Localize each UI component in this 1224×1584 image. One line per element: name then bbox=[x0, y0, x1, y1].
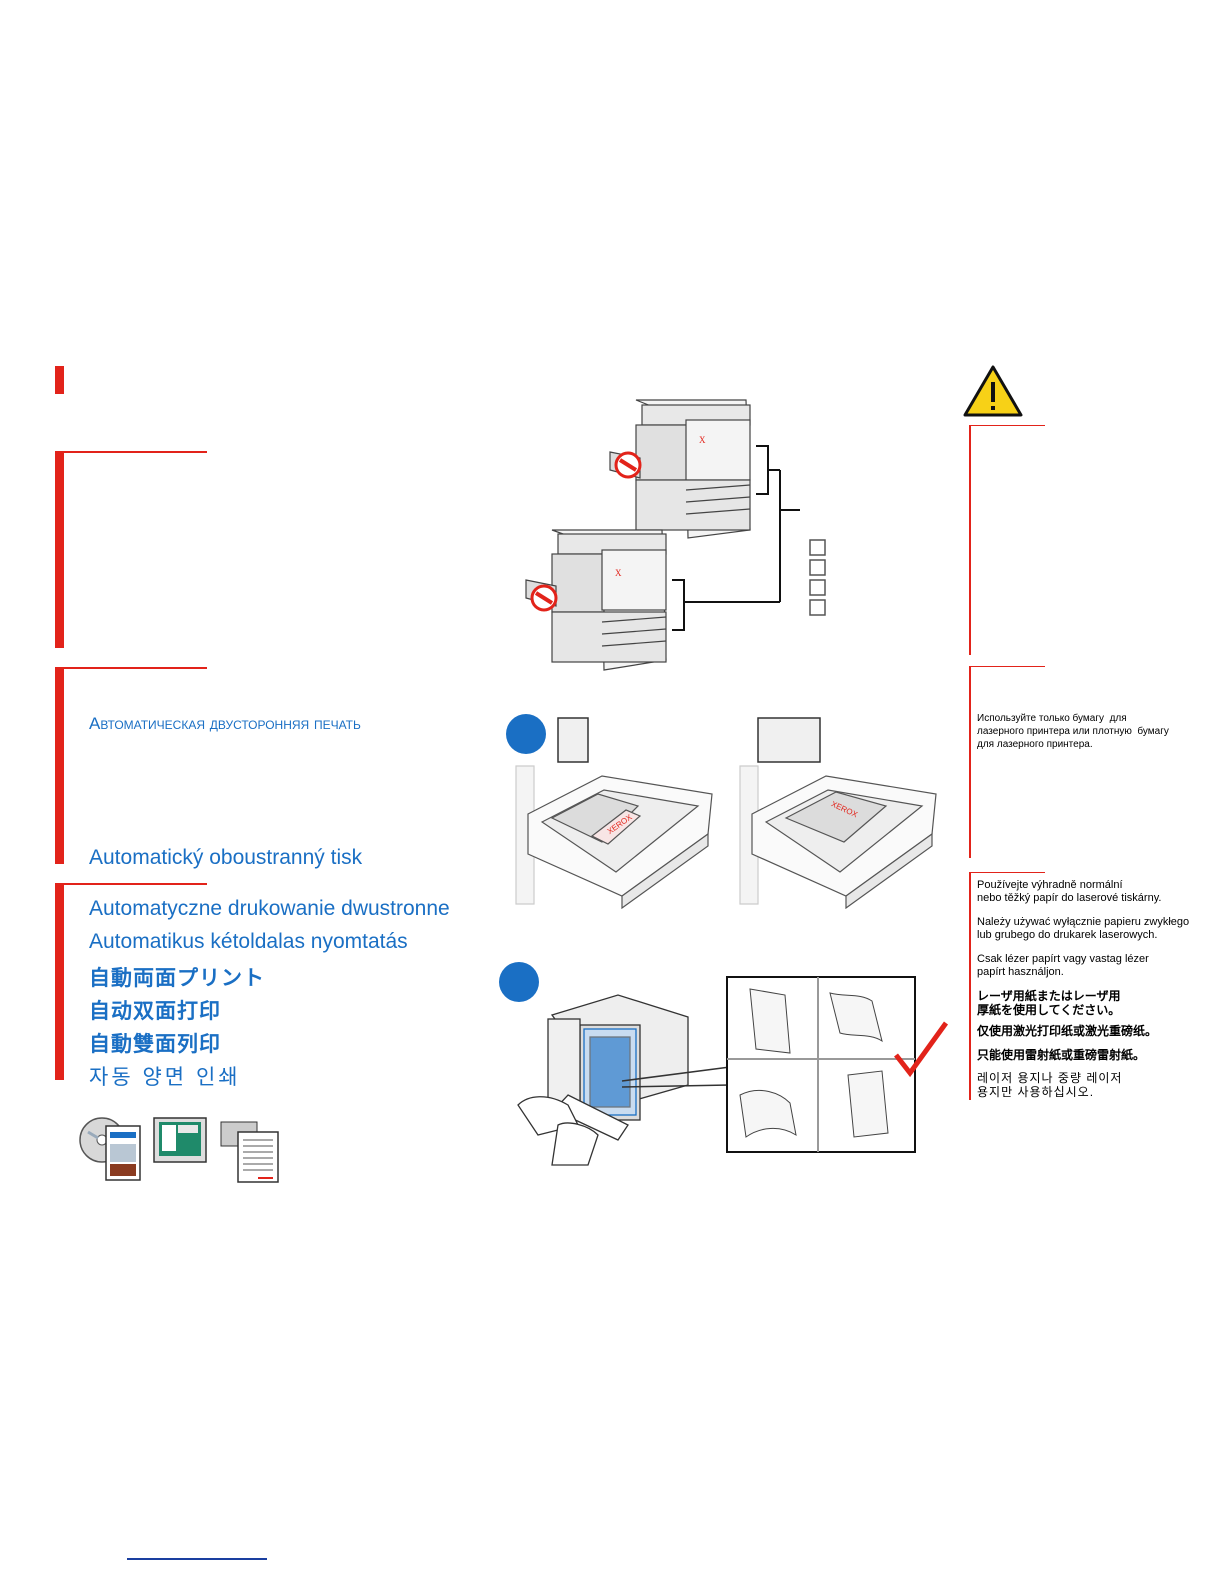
no-entry-icon bbox=[614, 451, 642, 479]
caution-rule-3-top bbox=[969, 872, 1045, 873]
caution-rule-1 bbox=[969, 425, 971, 655]
footer-rule bbox=[127, 1558, 267, 1560]
monitor-icon bbox=[153, 1117, 207, 1163]
title-chinese-traditional: 自動雙面列印 bbox=[89, 1033, 221, 1056]
section-marker-3 bbox=[55, 884, 64, 1080]
document-icon bbox=[220, 1121, 279, 1183]
resource-icons bbox=[79, 1117, 279, 1183]
tray-checkboxes bbox=[809, 539, 826, 616]
manual-icon bbox=[105, 1125, 141, 1181]
section-rule-3 bbox=[55, 883, 207, 885]
caution-rule-1-top bbox=[969, 425, 1045, 426]
note-czech: Používejte výhradně normální nebo těžký … bbox=[977, 879, 1162, 904]
top-red-marker bbox=[55, 366, 64, 394]
title-russian: Автоматическая двусторонняя печать bbox=[89, 714, 361, 733]
title-polish: Automatyczne drukowanie dwustronne bbox=[89, 897, 450, 920]
title-japanese: 自動両面プリント bbox=[89, 967, 265, 990]
note-chinese-traditional: 只能使用雷射紙或重磅雷射紙。 bbox=[977, 1048, 1146, 1062]
duplex-options-panel bbox=[621, 976, 949, 1153]
section-rule-1 bbox=[55, 451, 207, 453]
caution-rule-3 bbox=[969, 872, 971, 1100]
checkmark-icon bbox=[894, 1021, 949, 1078]
printer-back-logo: X bbox=[699, 435, 706, 445]
no-entry-icon bbox=[530, 584, 558, 612]
section-rule-2 bbox=[55, 667, 207, 669]
title-czech: Automatický oboustranný tisk bbox=[89, 846, 363, 869]
step-2-marker bbox=[499, 962, 539, 1002]
section-marker-2 bbox=[55, 668, 64, 864]
note-hungarian: Csak lézer papírt vagy vastag lézer papí… bbox=[977, 953, 1149, 978]
tray-portrait-illustration: XEROX bbox=[515, 717, 713, 909]
title-chinese-simplified: 自动双面打印 bbox=[89, 1000, 221, 1023]
printer-front-logo: X bbox=[615, 568, 622, 578]
step-1-marker bbox=[506, 714, 546, 754]
note-japanese: レーザ用紙またはレーザ用 厚紙を使用してください。 bbox=[977, 989, 1121, 1017]
tray-landscape-illustration: XEROX bbox=[739, 717, 937, 909]
printer-illustration: X X bbox=[525, 399, 826, 671]
caution-rule-2-top bbox=[969, 666, 1045, 667]
note-korean: 레이저 용지나 중량 레이저 용지만 사용하십시오. bbox=[977, 1071, 1123, 1099]
section-marker-1 bbox=[55, 452, 64, 648]
warning-icon bbox=[963, 365, 1023, 417]
title-hungarian: Automatikus kétoldalas nyomtatás bbox=[89, 930, 408, 953]
caution-rule-2 bbox=[969, 666, 971, 858]
note-russian: Используйте только бумагу для лазерного … bbox=[977, 713, 1169, 750]
note-chinese-simplified: 仅使用激光打印纸或激光重磅纸。 bbox=[977, 1024, 1158, 1038]
title-korean: 자동 양면 인쇄 bbox=[89, 1066, 241, 1089]
printer-back bbox=[609, 399, 751, 539]
note-polish: Należy używać wyłącznie papieru zwykłego… bbox=[977, 916, 1190, 941]
